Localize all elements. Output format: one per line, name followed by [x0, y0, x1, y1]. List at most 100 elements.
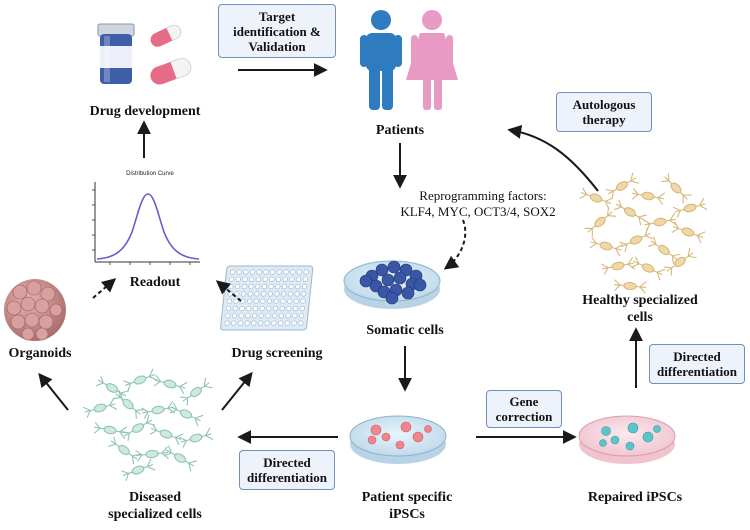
neuron-cell [83, 397, 118, 418]
label-patient-specific-ipscs: Patient specific iPSCs [352, 489, 462, 523]
plate-well [242, 276, 248, 282]
plate-well [288, 284, 294, 290]
plate-well [259, 305, 265, 312]
neuron-cell [619, 227, 654, 252]
box-gene-line2: correction [495, 409, 553, 424]
plate-well [290, 269, 296, 275]
plate-well [231, 320, 237, 326]
neuron-cells-icon [83, 368, 214, 481]
label-diseased-line2: specialized cells [108, 507, 202, 522]
neuron-cell [661, 173, 692, 204]
label-reprogramming-genes: KLF4, MYC, OCT3/4, SOX2 [400, 204, 556, 219]
plate-well [227, 291, 233, 297]
plate-well [244, 320, 250, 326]
plate-well [275, 276, 282, 282]
plate-well [243, 269, 249, 275]
neuron-cell [663, 247, 697, 276]
neuron-cell [589, 236, 624, 257]
plate-well [274, 291, 280, 297]
neuron-cell [95, 375, 129, 402]
plate-well [265, 313, 271, 319]
plate-well [251, 320, 257, 326]
plate-well [241, 284, 247, 290]
plate-well [234, 291, 240, 297]
label-drug-development: Drug development [89, 104, 201, 119]
neuron-cell [614, 279, 647, 294]
plate-well [296, 269, 303, 275]
neuron-cell [579, 187, 614, 210]
label-repaired-ipscs: Repaired iPSCs [587, 490, 683, 505]
box-directed-left-line2: differentiation [247, 470, 327, 485]
plate-well [303, 269, 309, 275]
somatic-cell [359, 274, 373, 288]
plate-well [293, 298, 299, 304]
label-readout: Readout [129, 275, 181, 290]
arrow-diseased-to-organoids [38, 372, 69, 411]
somatic-cell [375, 263, 389, 277]
plate-well [266, 305, 272, 312]
plate-well [298, 313, 305, 319]
plate-well [287, 291, 294, 297]
box-target-line3: Validation [248, 38, 306, 54]
drug-capsule-icon [150, 24, 192, 85]
somatic-cell [393, 271, 407, 285]
label-healthy-specialized-cells: Healthy specialized cells [570, 292, 710, 326]
plate-well [255, 284, 261, 290]
arrow-screening-to-readout [215, 280, 242, 302]
plate-well [279, 305, 285, 312]
plate-well [256, 269, 262, 275]
plate-well [281, 291, 287, 297]
somatic-cell [401, 286, 415, 300]
plate-well [292, 313, 298, 319]
plate-well [289, 276, 295, 282]
plate-well [229, 269, 236, 275]
plate-well [229, 276, 235, 282]
plate-well [268, 284, 274, 290]
somatic-cell [381, 273, 395, 287]
neuron-cell [613, 199, 647, 226]
neuron-cell [163, 445, 197, 472]
plate-well [260, 291, 267, 297]
plate-well [255, 276, 262, 282]
plate-well [249, 276, 255, 282]
pill-bottle-icon [97, 23, 135, 84]
neuron-cell [141, 400, 176, 419]
plate-well [291, 320, 297, 326]
plate-well [225, 305, 232, 312]
arrow-healthy-to-patients [507, 124, 599, 192]
plate-well [294, 291, 300, 297]
plate-well [272, 313, 278, 319]
plate-well [287, 298, 293, 304]
label-organoids: Organoids [8, 346, 72, 361]
plate-well [235, 276, 241, 282]
plate-well [266, 298, 273, 304]
plate-well [236, 269, 242, 275]
neuron-cell [631, 187, 666, 206]
label-healthy-line1: Healthy specialized [582, 293, 698, 308]
plate-well [252, 305, 258, 312]
plate-well [233, 298, 239, 304]
label-drug-screening: Drug screening [231, 346, 323, 361]
petri-dish-somatic [343, 260, 441, 309]
neuron-cell [149, 423, 184, 446]
neuron-cell [153, 374, 188, 395]
plate-well [240, 291, 247, 297]
plate-well [251, 313, 258, 319]
somatic-cell [413, 278, 427, 292]
plate-well [248, 284, 254, 290]
plate-well [282, 276, 288, 282]
neuron-cell [605, 172, 639, 199]
plate-well [271, 320, 277, 326]
neuron-cell [169, 402, 204, 427]
plate-well [278, 320, 284, 326]
plate-well [280, 298, 286, 304]
neuron-cell [179, 427, 214, 448]
somatic-cell [385, 291, 399, 305]
neuron-cell [179, 377, 213, 406]
plate-well [286, 305, 292, 312]
somatic-cell [387, 260, 401, 274]
box-directed-differentiation-left: Directed differentiation [239, 450, 335, 490]
plate-well [281, 284, 288, 290]
